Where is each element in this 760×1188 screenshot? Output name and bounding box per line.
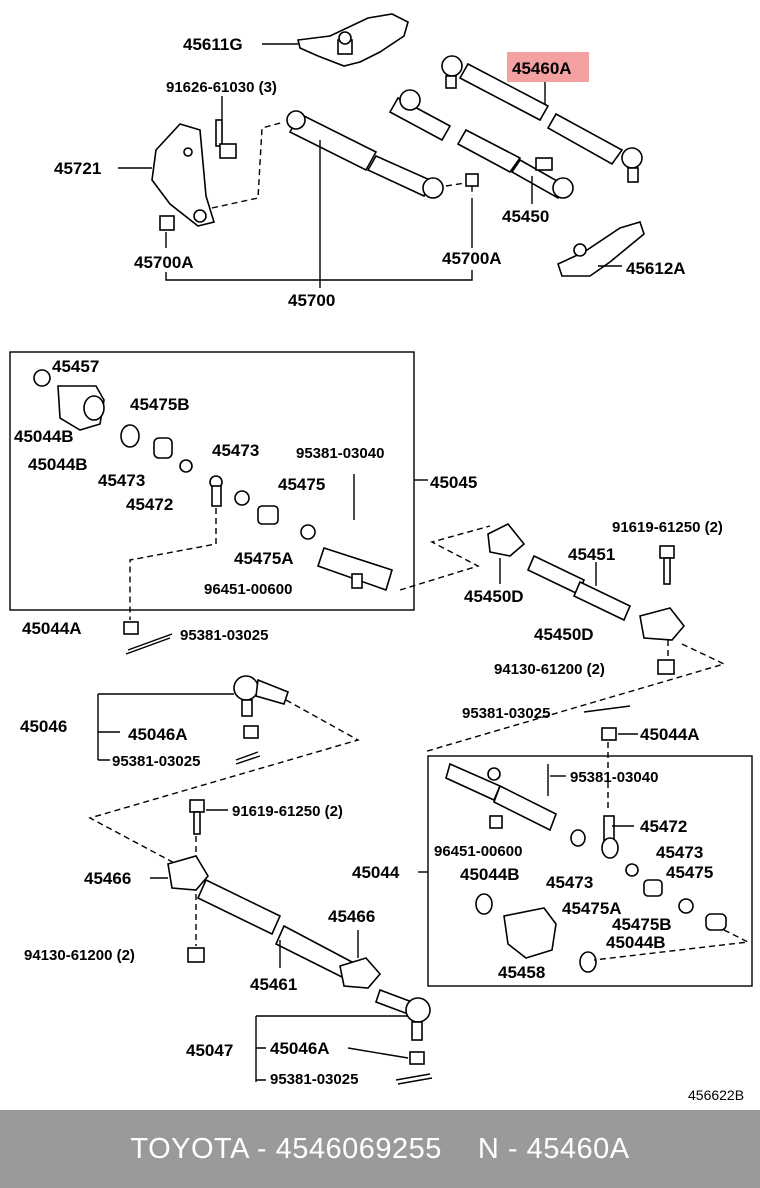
part-45461-drawing — [196, 878, 354, 980]
label-45046A-bot: 45046A — [270, 1039, 330, 1058]
label-45611G: 45611G — [183, 35, 243, 54]
label-45044B-4: 45044B — [606, 933, 666, 952]
part-45611G-drawing — [297, 13, 409, 67]
part-45700-drawing — [286, 110, 444, 199]
figure-code: 456622B — [688, 1087, 744, 1103]
label-45466-left: 45466 — [84, 869, 131, 888]
label-95381-03025-b: 95381-03025 — [462, 705, 550, 722]
label-45044: 45044 — [352, 863, 400, 882]
label-45473-4: 45473 — [546, 873, 593, 892]
label-45044B-3: 45044B — [460, 865, 520, 884]
label-45473-2: 45473 — [98, 471, 145, 490]
box-45045 — [9, 351, 415, 611]
label-45045: 45045 — [430, 473, 477, 492]
label-45461: 45461 — [250, 975, 297, 994]
label-96451-00600-top: 96451-00600 — [204, 581, 292, 598]
box-45044-parts — [445, 762, 727, 973]
nut-45700A-left-drawing — [159, 215, 175, 231]
nut-94130-top-drawing — [657, 659, 675, 675]
label-95381-03025-d: 95381-03025 — [270, 1071, 358, 1088]
label-96451-00600-bot: 96451-00600 — [434, 843, 522, 860]
label-95381-03025-c: 95381-03025 — [112, 753, 200, 770]
label-45457: 45457 — [52, 357, 99, 376]
bolt-91619-bot-drawing — [189, 799, 205, 835]
label-45475B-top: 45475B — [130, 395, 190, 414]
label-45721: 45721 — [54, 159, 101, 178]
label-91626-61030: 91626-61030 (3) — [166, 79, 277, 96]
label-45475B-bot: 45475B — [612, 915, 672, 934]
label-45451: 45451 — [568, 545, 615, 564]
label-45475-bot: 45475 — [666, 863, 713, 882]
label-45450D-2: 45450D — [534, 625, 594, 644]
nut-45700A-right-drawing — [465, 173, 479, 187]
parts-diagram: 45611G 91626-61030 (3) 45460A 45721 4545… — [9, 13, 753, 1103]
label-45475A-top: 45475A — [234, 549, 294, 568]
part-45450-drawing — [388, 89, 574, 200]
label-45044B-1: 45044B — [14, 427, 74, 446]
label-95381-03025-a: 95381-03025 — [180, 627, 268, 644]
label-45700: 45700 — [288, 291, 335, 310]
part-45450D-lower-drawing — [639, 607, 686, 641]
label-45458: 45458 — [498, 963, 545, 982]
highlight-45460A — [507, 52, 589, 82]
label-91619-61250-top: 91619-61250 (2) — [612, 519, 723, 536]
label-45046: 45046 — [20, 717, 67, 736]
part-45466-right-drawing — [339, 957, 382, 989]
label-45475-top: 45475 — [278, 475, 325, 494]
label-45700A-left: 45700A — [134, 253, 194, 272]
box-45045-parts — [33, 369, 393, 592]
label-45450: 45450 — [502, 207, 549, 226]
label-45612A: 45612A — [626, 259, 686, 278]
nut-94130-bot-drawing — [187, 947, 205, 963]
footer-bar: TOYOTA - 4546069255 N - 45460A — [0, 1110, 760, 1188]
nut-45044A-right-drawing — [601, 727, 617, 741]
label-45046A-top: 45046A — [128, 725, 188, 744]
part-45451-drawing — [526, 554, 632, 622]
part-91626-drawing — [215, 119, 237, 159]
part-45046-drawing — [233, 675, 289, 739]
footer-part-number: TOYOTA - 4546069255 — [130, 1132, 442, 1165]
label-45472-bot: 45472 — [640, 817, 687, 836]
label-45473-3: 45473 — [656, 843, 703, 862]
label-45475A-bot: 45475A — [562, 899, 622, 918]
label-45700A-right: 45700A — [442, 249, 502, 268]
label-45044A-left: 45044A — [22, 619, 82, 638]
part-45612A-drawing — [557, 221, 645, 277]
part-45047-drawing — [374, 988, 431, 1065]
label-45450D-1: 45450D — [464, 587, 524, 606]
nut-45044A-left-drawing — [123, 621, 139, 635]
part-45466-left-drawing — [167, 855, 209, 891]
box-45044 — [427, 755, 753, 987]
label-95381-03040-top: 95381-03040 — [296, 445, 384, 462]
label-45466-right: 45466 — [328, 907, 375, 926]
label-94130-61200-top: 94130-61200 (2) — [494, 661, 605, 678]
label-91619-61250-bot: 91619-61250 (2) — [232, 803, 343, 820]
label-45044A-right: 45044A — [640, 725, 700, 744]
label-95381-03040-bot: 95381-03040 — [570, 769, 658, 786]
footer-reference: N - 45460A — [477, 1132, 630, 1165]
part-45450D-upper-drawing — [487, 522, 526, 557]
bolt-91619-top-drawing — [659, 545, 675, 585]
label-45472-top: 45472 — [126, 495, 173, 514]
label-45460A: 45460A — [512, 59, 572, 78]
label-45047: 45047 — [186, 1041, 233, 1060]
label-45044B-2: 45044B — [28, 455, 88, 474]
label-94130-61200-bot: 94130-61200 (2) — [24, 947, 135, 964]
part-45460A-drawing — [441, 55, 643, 183]
part-45721-drawing — [151, 123, 216, 227]
label-45473-1: 45473 — [212, 441, 259, 460]
